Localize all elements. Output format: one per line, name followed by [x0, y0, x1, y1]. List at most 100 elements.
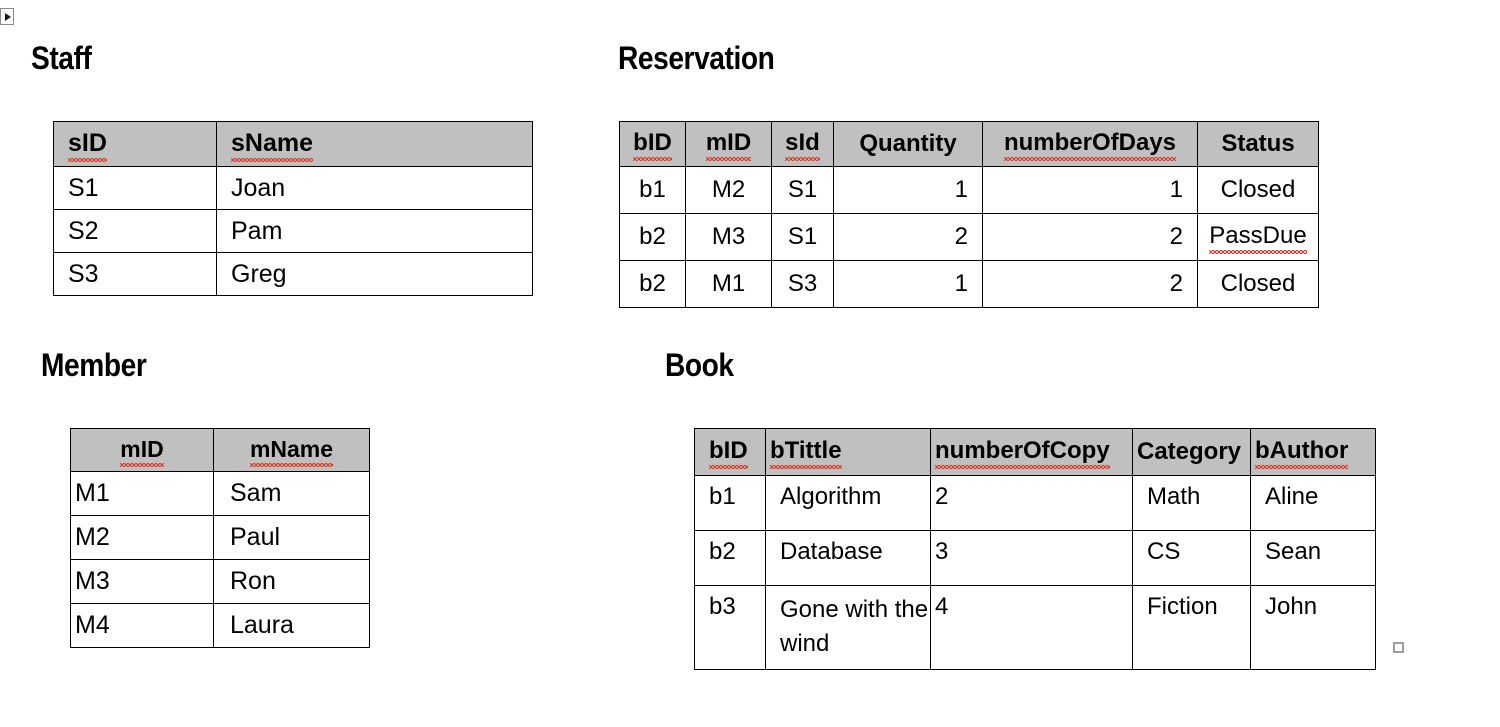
column-header-sname-label: sName [231, 129, 313, 162]
cell-bid: b2 [694, 530, 766, 586]
cell-quantity: 1 [833, 166, 983, 214]
cell-category: Math [1132, 475, 1251, 531]
column-header-numberofdays-label: numberOfDays [1003, 129, 1177, 161]
cell-mname: Laura [213, 603, 370, 648]
column-header-numberofcopy: numberOfCopy [930, 428, 1133, 476]
column-header-mid: mID [70, 428, 214, 472]
column-header-bid: bID [619, 121, 686, 167]
table-row: M3 Ron [70, 559, 370, 604]
column-header-mid: mID [685, 121, 772, 167]
cell-bid: b1 [694, 475, 766, 531]
column-header-bauthor: bAuthor [1250, 428, 1376, 476]
column-header-sid-label: sId [785, 129, 820, 161]
column-header-bauthor-label: bAuthor [1255, 437, 1349, 469]
cell-bauthor: John [1250, 585, 1376, 670]
cell-bauthor: Sean [1250, 530, 1376, 586]
cell-bid: b2 [619, 213, 686, 261]
cell-quantity: 2 [833, 213, 983, 261]
cell-sid: S1 [53, 166, 217, 210]
column-header-mname: mName [213, 428, 370, 472]
cell-mid: M3 [685, 213, 772, 261]
cell-quantity: 1 [833, 260, 983, 308]
cell-bauthor: Aline [1250, 475, 1376, 531]
table-header-row: bID bTittle numberOfCopy Category bAutho… [694, 428, 1376, 476]
column-header-category-label: Category [1137, 438, 1242, 465]
cell-numberofdays: 1 [982, 166, 1198, 214]
cell-sid: S3 [771, 260, 834, 308]
column-header-quantity-label: Quantity [859, 130, 957, 157]
cell-numberofdays: 2 [982, 260, 1198, 308]
table-row: S3 Greg [53, 252, 533, 296]
cell-status-label: PassDue [1209, 222, 1308, 254]
column-header-bid: bID [694, 428, 766, 476]
cell-mname: Ron [213, 559, 370, 604]
column-header-bid-label: bID [633, 129, 672, 161]
cell-mid: M2 [70, 515, 214, 560]
table-row: M4 Laura [70, 603, 370, 648]
table-header-row: bID mID sId Quantity numberOfDays Status [619, 121, 1319, 167]
table-row: S2 Pam [53, 209, 533, 253]
column-header-bid-label: bID [709, 437, 748, 469]
cell-btittle: Database [765, 530, 931, 586]
cell-numberofcopy: 4 [930, 585, 1133, 670]
cell-numberofcopy: 3 [930, 530, 1133, 586]
table-header-row: mID mName [70, 428, 370, 472]
table-row: b2 M1 S3 1 2 Closed [619, 260, 1319, 308]
column-header-status: Status [1197, 121, 1319, 167]
column-header-status-label: Status [1221, 130, 1295, 157]
cell-mid: M4 [70, 603, 214, 648]
cell-mname: Paul [213, 515, 370, 560]
cell-status: Closed [1197, 260, 1319, 308]
member-table: mID mName M1 Sam M2 Paul M3 Ron M4 Laura [70, 428, 370, 648]
cell-status: PassDue [1197, 213, 1319, 261]
table-row: b2 Database 3 CS Sean [694, 530, 1376, 586]
table-row: b1 Algorithm 2 Math Aline [694, 475, 1376, 531]
cell-mid: M2 [685, 166, 772, 214]
column-header-btittle-label: bTittle [770, 437, 842, 469]
column-header-sid-label: sID [68, 129, 107, 162]
column-header-mid-label: mID [120, 436, 165, 467]
table-row: S1 Joan [53, 166, 533, 210]
cell-sid: S1 [771, 166, 834, 214]
cell-sid: S1 [771, 213, 834, 261]
cell-numberofcopy: 2 [930, 475, 1133, 531]
cell-category: CS [1132, 530, 1251, 586]
cell-bid: b1 [619, 166, 686, 214]
book-title: Book [665, 347, 734, 383]
cell-mid: M1 [70, 471, 214, 516]
play-presentation-icon[interactable] [0, 8, 14, 25]
reservation-title: Reservation [618, 40, 775, 76]
cell-numberofdays: 2 [982, 213, 1198, 261]
cell-sname: Pam [216, 209, 533, 253]
cell-mid: M1 [685, 260, 772, 308]
cell-sname: Joan [216, 166, 533, 210]
column-header-mname-label: mName [249, 436, 334, 467]
column-header-numberofdays: numberOfDays [982, 121, 1198, 167]
table-row: b1 M2 S1 1 1 Closed [619, 166, 1319, 214]
table-row: b3 Gone with the wind 4 Fiction John [694, 585, 1376, 670]
cell-sid: S3 [53, 252, 217, 296]
cell-mname: Sam [213, 471, 370, 516]
column-header-btittle: bTittle [765, 428, 931, 476]
column-header-numberofcopy-label: numberOfCopy [935, 437, 1110, 469]
cell-category: Fiction [1132, 585, 1251, 670]
cell-mid: M3 [70, 559, 214, 604]
cell-bid: b2 [619, 260, 686, 308]
cell-btittle: Gone with the wind [765, 585, 931, 670]
column-header-mid-label: mID [705, 129, 752, 161]
cell-status: Closed [1197, 166, 1319, 214]
cell-bid: b3 [694, 585, 766, 670]
cell-btittle: Algorithm [765, 475, 931, 531]
member-title: Member [41, 347, 147, 383]
book-table: bID bTittle numberOfCopy Category bAutho… [694, 428, 1376, 670]
resize-handle[interactable] [1393, 642, 1404, 653]
reservation-table: bID mID sId Quantity numberOfDays Status… [619, 121, 1319, 308]
table-row: b2 M3 S1 2 2 PassDue [619, 213, 1319, 261]
table-row: M1 Sam [70, 471, 370, 516]
column-header-sid: sID [53, 121, 217, 167]
column-header-sname: sName [216, 121, 533, 167]
cell-sname: Greg [216, 252, 533, 296]
table-header-row: sID sName [53, 121, 533, 167]
column-header-sid: sId [771, 121, 834, 167]
column-header-quantity: Quantity [833, 121, 983, 167]
